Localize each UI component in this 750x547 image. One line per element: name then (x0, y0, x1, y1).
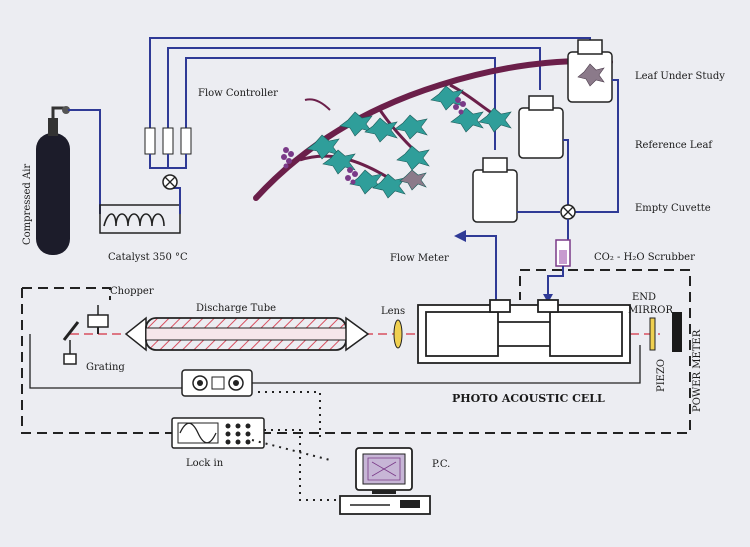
photo-acoustic-cell: PHOTO ACOUSTIC CELL (417, 299, 631, 405)
leaf-under-study-label: Leaf Under Study (635, 71, 725, 82)
gas-line (68, 109, 101, 214)
photo-acoustic-cell-label: PHOTO ACOUSTIC CELL (452, 392, 605, 405)
end-mirror-label-1: END (632, 292, 656, 303)
vine-leaves (306, 85, 558, 199)
selector-valve (560, 204, 576, 220)
compressed-air-cylinder: Compressed Air (22, 106, 70, 255)
lock-in-label: Lock in (186, 458, 224, 469)
pc-label: P.C. (432, 459, 450, 470)
cuvette-outlet-lines (517, 79, 619, 213)
scrubber: CO₂ - H₂O Scrubber (555, 239, 695, 267)
data-lines (251, 391, 340, 501)
pc: P.C. (339, 447, 450, 515)
flow-controller: Flow Controller (144, 37, 591, 190)
empty-cuvette-label: Empty Cuvette (635, 203, 711, 214)
grating-label: Grating (86, 362, 125, 373)
flow-meter-label: Flow Meter (390, 253, 449, 264)
scrubber-label: CO₂ - H₂O Scrubber (594, 252, 695, 263)
cuvette-empty: Empty Cuvette (472, 157, 711, 223)
compressed-air-label: Compressed Air (22, 164, 33, 245)
lens: Lens (381, 306, 405, 349)
end-mirror-label-2: MIRROR (628, 305, 673, 316)
cuvette-leaf-under-study: Leaf Under Study (567, 39, 725, 103)
chopper-label: Chopper (110, 286, 154, 297)
power-meter: POWER METER (672, 312, 703, 412)
flow-meter: Flow Meter (390, 230, 497, 300)
catalyst-coil: Catalyst 350 °C (99, 204, 188, 263)
enclosure-dashed (22, 287, 111, 300)
reference-leaf-label: Reference Leaf (635, 140, 713, 151)
grating: Grating (62, 321, 125, 373)
catalyst-label: Catalyst 350 °C (108, 252, 188, 263)
chopper: Chopper (87, 286, 154, 334)
lock-in-amplifier: Lock in (171, 417, 265, 469)
flow-controller-label: Flow Controller (198, 88, 278, 99)
discharge-tube: Discharge Tube (124, 303, 370, 352)
grape-clusters (281, 97, 466, 185)
power-meter-label: POWER METER (692, 329, 703, 412)
inlet-arrow (543, 294, 553, 303)
piezo-label: PIEZO (656, 359, 667, 392)
hv-power-supply (181, 369, 253, 397)
signal-wires (29, 334, 641, 389)
end-mirror: END MIRROR (628, 292, 673, 351)
discharge-tube-label: Discharge Tube (196, 303, 276, 314)
cuvette-reference-leaf: Reference Leaf (518, 95, 713, 159)
lens-label: Lens (381, 306, 405, 317)
enclosure-dashed (21, 269, 691, 434)
gas-line (547, 266, 564, 300)
